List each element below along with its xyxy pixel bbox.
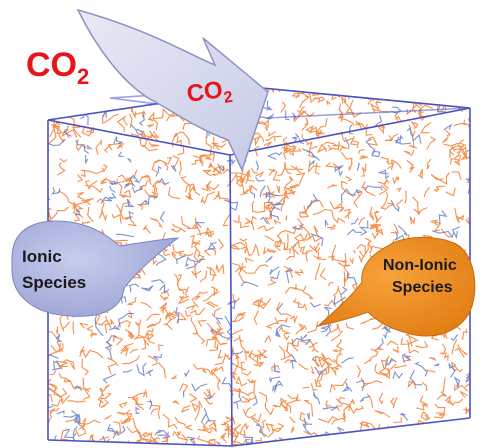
nonionic-species-callout: Non-Ionic Species [316,236,476,337]
nonionic-species-line1: Non-Ionic [383,257,457,274]
box-top-right-edge [229,107,471,156]
ionic-species-callout: Ionic Species [11,220,180,317]
co2-inner-label: CO2 [185,75,234,112]
nonionic-species-line2: Species [392,279,453,296]
box-front-vertical-edge [229,154,233,447]
ionic-species-line2: Species [22,273,86,292]
curved-arrow-icon [76,8,269,173]
ionic-species-line1: Ionic [22,247,62,266]
box-bottom-edge [47,417,471,447]
co2-outer-label: CO2 [26,46,89,89]
box-top-left-edge [47,119,231,156]
